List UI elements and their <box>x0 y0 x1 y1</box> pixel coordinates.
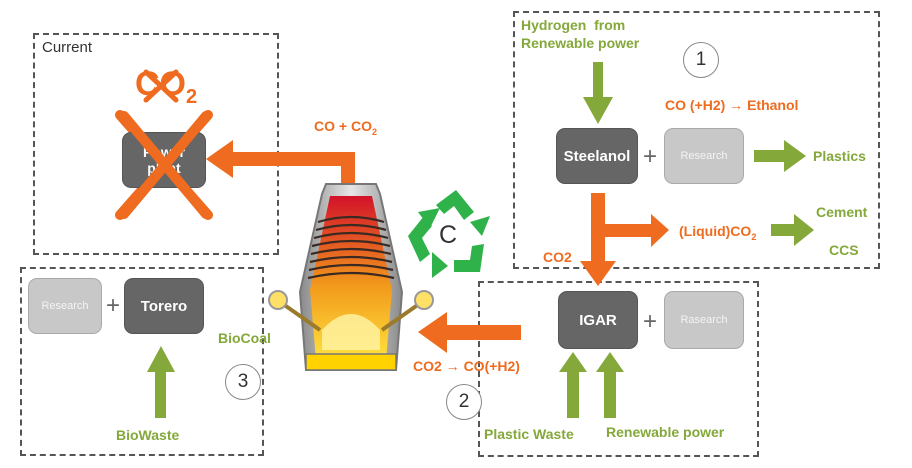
plus-sign-2: + <box>643 308 658 335</box>
co-reaction: CO2 → CO(+H2) <box>413 358 520 374</box>
option1-group <box>513 11 880 269</box>
torero-box: Torero <box>124 278 204 334</box>
option2-group <box>478 281 759 457</box>
steelanol-box: Steelanol <box>556 128 638 184</box>
biowaste-label: BioWaste <box>116 427 180 443</box>
igar-box: IGAR <box>558 291 638 349</box>
plastic-waste-label: Plastic Waste <box>484 426 574 442</box>
co-return-arrow <box>418 312 521 353</box>
co2-down-label: CO2 <box>543 249 572 265</box>
flue-gas-label: CO + CO2 <box>314 118 377 137</box>
research-box-1: Research <box>664 128 744 184</box>
research-box-3: Research <box>28 278 102 334</box>
co2-strike-icon <box>143 69 179 103</box>
hydrogen-arrow <box>583 62 613 124</box>
plastic-waste-arrow <box>559 352 587 418</box>
research-box-2: Rasearch <box>664 291 744 349</box>
plus-sign-1: + <box>643 143 658 170</box>
flue-gas-sub: 2 <box>371 126 377 137</box>
cement-arrow <box>771 214 814 246</box>
recycle-letter: C <box>439 221 458 249</box>
current-group <box>33 33 279 255</box>
option2-number: 2 <box>446 384 482 420</box>
recycle-icon <box>408 190 490 278</box>
plastics-label: Plastics <box>813 148 866 164</box>
liquid-co2-main: (Liquid)CO <box>679 223 752 239</box>
option1-number: 1 <box>683 42 719 78</box>
ethanol-reaction: CO (+H2) → Ethanol <box>665 97 799 113</box>
liquid-co2-sub: 2 <box>751 231 757 242</box>
flue-gas-main: CO + CO <box>314 118 372 134</box>
option3-group <box>20 267 264 456</box>
ccs-label: CCS <box>829 242 859 258</box>
co2-down-arrow <box>580 193 616 286</box>
biocoal-label: BioCoal <box>218 330 271 346</box>
cross-over-plant-icon <box>119 111 211 219</box>
hydrogen-label: Hydrogen from Renewable power <box>521 17 640 51</box>
crossed-co2-sub: 2 <box>186 85 198 108</box>
option3-number: 3 <box>225 364 261 400</box>
plastics-arrow <box>754 140 806 172</box>
biowaste-arrow <box>147 346 175 418</box>
renewable-power-label: Renewable power <box>606 424 725 440</box>
renewable-power-arrow <box>596 352 624 418</box>
liquid-co2-arrow <box>605 214 669 247</box>
cement-label: Cement <box>816 204 868 220</box>
liquid-co2-label: (Liquid)CO2 <box>679 223 756 242</box>
blast-furnace-icon <box>268 183 434 371</box>
current-title: Current <box>42 39 93 56</box>
plus-sign-3: + <box>106 292 121 319</box>
